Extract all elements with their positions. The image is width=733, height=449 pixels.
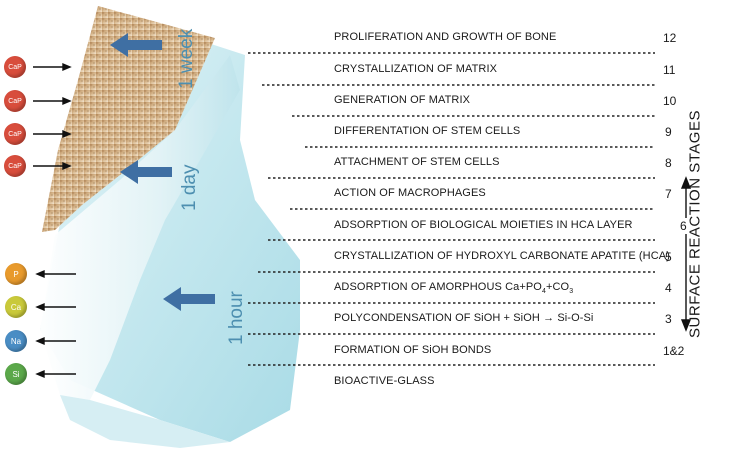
stage-9-label: DIFFERENTATION OF STEM CELLS xyxy=(334,125,521,137)
range-label-6: 6 xyxy=(680,218,687,234)
day-arrow xyxy=(120,160,172,184)
base-label: BIOACTIVE-GLASS xyxy=(334,375,435,387)
time-arrows xyxy=(110,33,215,311)
stage-number: 5 xyxy=(665,250,672,264)
ion-si: Si xyxy=(5,363,27,385)
ion-arrows xyxy=(33,62,76,379)
ion-cap-4: CaP xyxy=(4,155,26,177)
stage-number: 7 xyxy=(665,187,672,201)
ion-p: P xyxy=(5,263,27,285)
time-label-week: 1 week xyxy=(176,28,197,89)
stage-4-label: ADSORPTION OF AMORPHOUS Ca+PO4+CO3 xyxy=(334,281,574,296)
ion-ca: Ca xyxy=(5,296,27,318)
stage-number: 1&2 xyxy=(663,344,685,358)
stage-6-label: ADSORPTION OF BIOLOGICAL MOIETIES IN HCA… xyxy=(334,219,633,231)
stage-number: 4 xyxy=(665,281,672,295)
stage-number: 10 xyxy=(663,94,677,108)
glass-bottom-lip xyxy=(60,395,230,448)
stage-5-label: CRYSTALLIZATION OF HYDROXYL CARBONATE AP… xyxy=(334,250,670,262)
ion-cap-1: CaP xyxy=(4,56,26,78)
time-label-hour: 1 hour xyxy=(226,291,247,345)
stage-number: 9 xyxy=(665,125,672,139)
ion-cap-3: CaP xyxy=(4,123,26,145)
stage-12-label: PROLIFERATION AND GROWTH OF BONE xyxy=(334,31,557,43)
side-title: SURFACE REACTION STAGES xyxy=(686,110,704,338)
stage-number: 12 xyxy=(663,31,677,45)
hour-arrow xyxy=(163,287,215,311)
stage-number: 8 xyxy=(665,156,672,170)
stage-11-label: CRYSTALLIZATION OF MATRIX xyxy=(334,63,498,75)
stage-number: 11 xyxy=(663,63,676,77)
time-label-day: 1 day xyxy=(179,164,200,211)
week-arrow xyxy=(110,33,162,57)
stage-8-label: ATTACHMENT OF STEM CELLS xyxy=(334,156,500,168)
stage-1-2-label: FORMATION OF SiOH BONDS xyxy=(334,344,492,356)
stage-dividers xyxy=(248,52,655,366)
stage-7-label: ACTION OF MACROPHAGES xyxy=(334,187,486,199)
stage-10-label: GENERATION OF MATRIX xyxy=(334,94,471,106)
ion-cap-2: CaP xyxy=(4,90,26,112)
range-arrow-6 xyxy=(680,176,692,332)
stage-number: 3 xyxy=(665,312,672,326)
bone-layer xyxy=(42,6,215,232)
stage-3-label: POLYCONDENSATION OF SiOH + SiOH → Si-O-S… xyxy=(334,312,594,324)
glass-front-fold xyxy=(40,55,240,400)
ion-na: Na xyxy=(5,330,27,352)
